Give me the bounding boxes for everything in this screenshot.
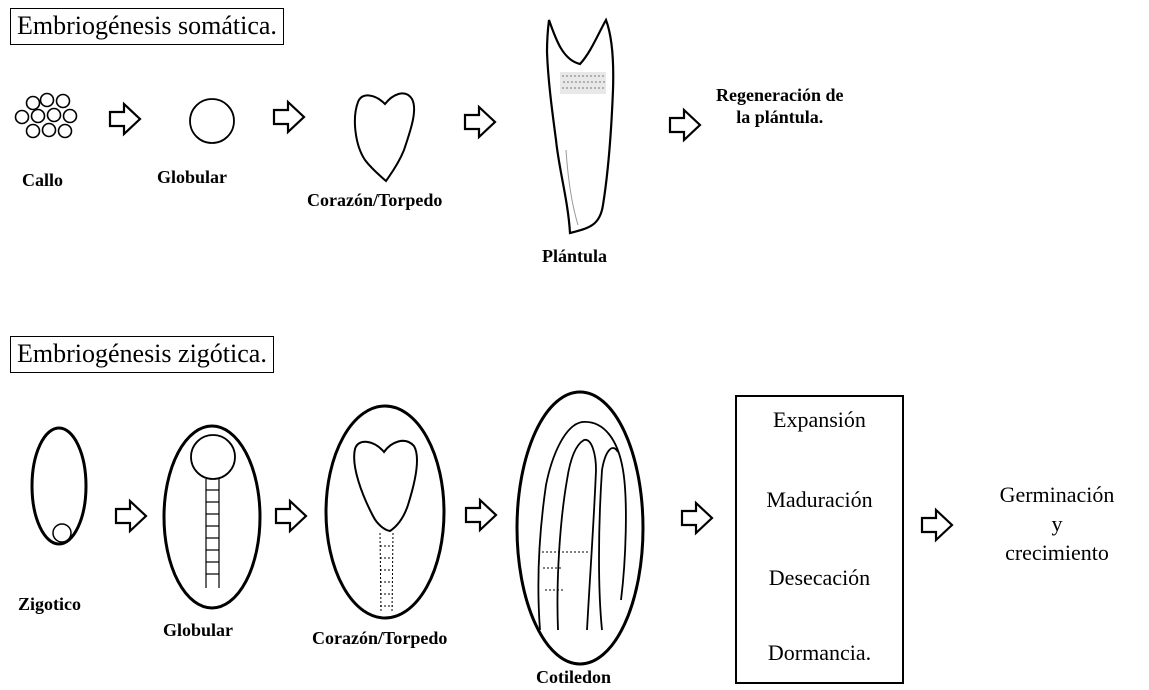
zygotic-title: Embriogénesis zigótica.: [10, 336, 274, 373]
label-callo: Callo: [22, 170, 63, 191]
arrow-right-icon: [466, 500, 496, 530]
stage-desecacion: Desecación: [737, 565, 902, 591]
arrow-right-icon: [922, 510, 952, 540]
label-corazon-zygotic: Corazón/Torpedo: [312, 628, 447, 649]
heart-embryo-zygotic: [354, 441, 417, 531]
stage-dormancia: Dormancia.: [737, 640, 902, 666]
globular-ovule: [164, 426, 260, 608]
suspensor: [206, 479, 219, 588]
stage-maduracion: Maduración: [737, 487, 902, 513]
label-cotiledon: Cotiledon: [536, 667, 611, 688]
label-zigotico: Zigotico: [18, 594, 81, 615]
heart-ovule: [326, 406, 444, 618]
label-plantula: Plántula: [542, 246, 607, 267]
somatic-result-line2: la plántula.: [716, 106, 843, 128]
somatic-title: Embriogénesis somática.: [10, 8, 284, 45]
label-globular-somatic: Globular: [157, 167, 227, 188]
globular-embryo: [190, 99, 234, 143]
plantlet-drawing: [547, 20, 613, 233]
arrow-right-icon: [670, 110, 700, 140]
zygotic-result: Germinación y crecimiento: [972, 480, 1142, 567]
globular-embryo-zygotic: [191, 435, 235, 479]
zygotic-result-line2: y: [972, 509, 1142, 538]
arrow-right-icon: [465, 107, 495, 137]
arrow-right-icon: [274, 102, 304, 132]
label-globular-zygotic: Globular: [163, 620, 233, 641]
somatic-result: Regeneración de la plántula.: [716, 84, 843, 128]
cotyledon-ovule: [517, 392, 643, 664]
stage-expansion: Expansión: [737, 407, 902, 433]
arrow-right-icon: [276, 501, 306, 531]
zygote-ovule: [32, 428, 86, 544]
callus-cluster: [16, 94, 77, 138]
arrow-right-icon: [682, 503, 712, 533]
suspensor: [380, 533, 393, 612]
zygote-cell: [53, 524, 71, 542]
cotyledon-embryo: [538, 422, 625, 630]
zygotic-result-line1: Germinación: [972, 480, 1142, 509]
somatic-result-line1: Regeneración de: [716, 84, 843, 106]
zygotic-result-line3: crecimiento: [972, 538, 1142, 567]
arrow-right-icon: [116, 501, 146, 531]
heart-torpedo-embryo: [355, 93, 414, 181]
stage-box: Expansión Maduración Desecación Dormanci…: [735, 395, 904, 684]
arrow-right-icon: [110, 104, 140, 134]
label-corazon-somatic: Corazón/Torpedo: [307, 190, 442, 211]
